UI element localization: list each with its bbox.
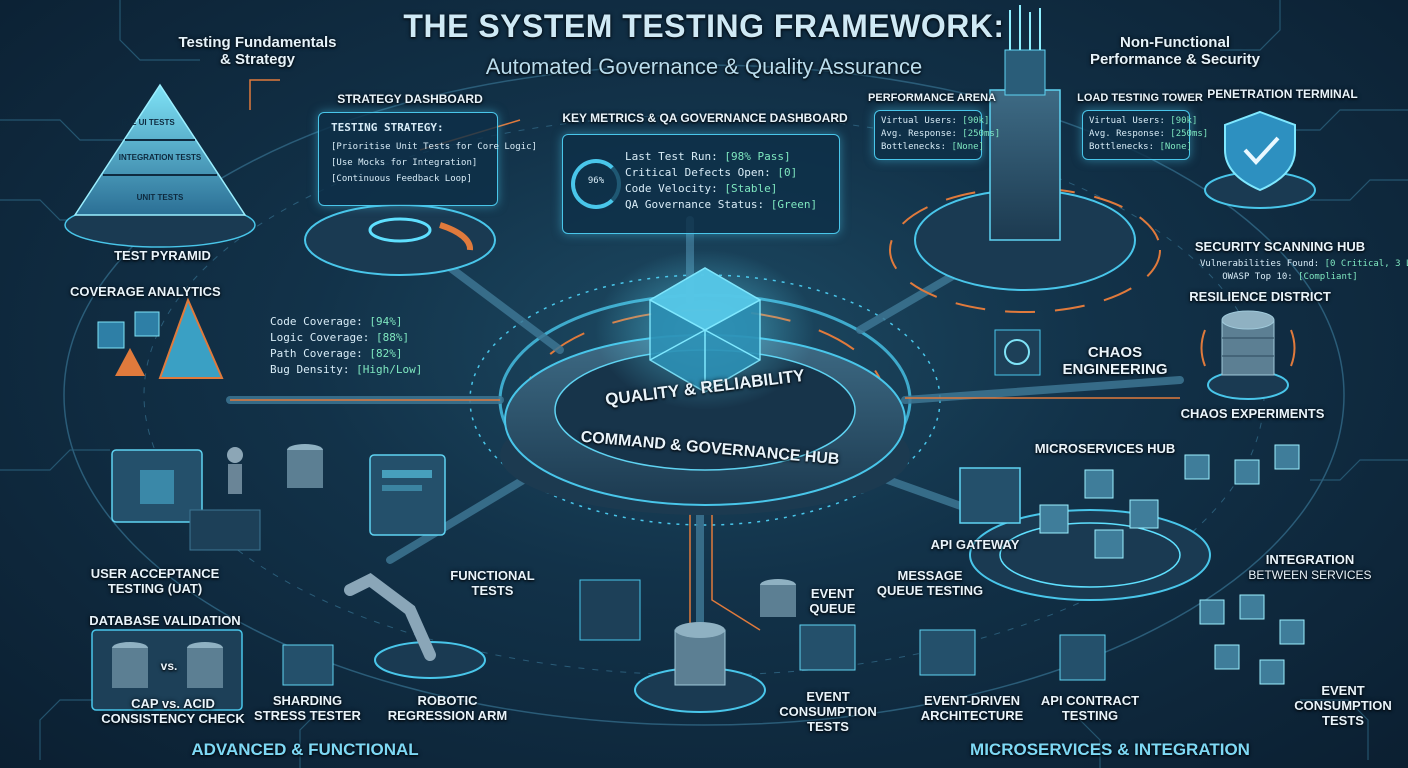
gauge-value: 96% (587, 176, 605, 186)
metric-row: Critical Defects Open: [0] (625, 166, 798, 179)
strategy-line: [Prioritise Unit Tests for Core Logic] (331, 142, 537, 152)
crystal-core (648, 267, 762, 393)
load-row: Virtual Users: [90k] (1089, 116, 1198, 126)
strategy-dashboard-label: STRATEGY DASHBOARD (337, 92, 483, 106)
event-queue-label: EVENT QUEUE (809, 586, 856, 616)
strategy-line: [Use Mocks for Integration] (331, 158, 478, 168)
chaos-experiments-label: CHAOS EXPERIMENTS (1180, 406, 1325, 421)
event-consumption-tests-label: EVENT CONSUMPTION TESTS (1294, 683, 1392, 728)
event-driven-label: EVENT-DRIVEN ARCHITECTURE (920, 693, 1024, 723)
section-microservices-heading: MICROSERVICES & INTEGRATION (970, 740, 1250, 759)
perf-row: Bottlenecks: [None] (881, 142, 984, 152)
load-row: Bottlenecks: [None] (1089, 142, 1192, 152)
db-validation-label: DATABASE VALIDATION (89, 613, 241, 628)
section-advanced-heading: ADVANCED & FUNCTIONAL (191, 740, 419, 759)
penetration-terminal-label: PENETRATION TERMINAL (1207, 87, 1358, 101)
robot-arm-graphic (344, 572, 486, 679)
load-tower-label: LOAD TESTING TOWER (1077, 92, 1203, 104)
sharding-label: SHARDING STRESS TESTER (254, 693, 361, 723)
coverage-row: Code Coverage: [94%] (270, 315, 403, 328)
page-title: THE SYSTEM TESTING FRAMEWORK: (403, 8, 1005, 44)
load-tower (889, 5, 1161, 313)
security-row: Vulnerabilities Found: [0 Critical, 3 Lo… (1200, 259, 1408, 269)
mq-testing-label: MESSAGE QUEUE TESTING (876, 568, 984, 598)
strategy-dais (304, 204, 496, 276)
metric-row: QA Governance Status: [Green] (625, 198, 818, 211)
integration-label: INTEGRATION (1265, 552, 1355, 567)
chaos-engineering-label: CHAOS ENGINEERING (1062, 344, 1168, 379)
coverage-label: COVERAGE ANALYTICS (70, 284, 221, 299)
microservices-cluster (919, 329, 1305, 685)
security-row: OWASP Top 10: [Compliant] (1222, 272, 1358, 282)
metrics-panel: 96% Last Test Run: [98% Pass] Critical D… (562, 134, 840, 234)
metrics-dashboard-label: KEY METRICS & QA GOVERNANCE DASHBOARD (562, 111, 848, 125)
database-cylinder-icon (1200, 310, 1296, 400)
uat-workstation (111, 447, 261, 551)
uat-label: USER ACCEPTANCE TESTING (UAT) (90, 566, 220, 596)
pyramid-label: TEST PYRAMID (114, 248, 211, 263)
section-fundamentals-heading: Testing Fundamentals & Strategy (178, 34, 337, 69)
cap-acid-label: CAP vs. ACID CONSISTENCY CHECK (101, 696, 245, 726)
db-validation-graphic (91, 629, 243, 711)
vs-label: vs. (160, 659, 178, 673)
functional-screen (287, 444, 446, 536)
strategy-line: [Continuous Feedback Loop] (331, 174, 472, 184)
functional-tests-label: FUNCTIONAL TESTS (450, 568, 535, 598)
sharding-block (282, 644, 334, 686)
load-tower-panel: Virtual Users: [90k] Avg. Response: [250… (1082, 110, 1208, 160)
pyramid-graphic (64, 83, 256, 248)
security-hub-label: SECURITY SCANNING HUB (1194, 239, 1366, 254)
microservices-hub-label: MICROSERVICES HUB (1034, 441, 1176, 456)
event-queue-graphic (579, 579, 856, 713)
event-consumption-label: EVENT CONSUMPTION TESTS (779, 689, 877, 734)
strategy-heading: TESTING STRATEGY: (331, 121, 444, 134)
perf-row: Avg. Response: [250ms] (881, 129, 1001, 139)
coverage-row: Path Coverage: [82%] (270, 347, 403, 360)
between-services-label: BETWEEN SERVICES (1248, 568, 1372, 582)
robotic-arm-label: ROBOTIC REGRESSION ARM (387, 693, 508, 723)
coverage-row: Logic Coverage: [88%] (270, 331, 410, 344)
page-subtitle: Automated Governance & Quality Assurance (485, 54, 923, 79)
resilience-district-label: RESILIENCE DISTRICT (1189, 289, 1331, 304)
shield-icon (1204, 110, 1316, 209)
performance-panel: Virtual Users: [90k] Avg. Response: [250… (874, 110, 1000, 160)
pyramid-tier-integration: INTEGRATION TESTS (118, 153, 202, 162)
load-row: Avg. Response: [250ms] (1089, 129, 1209, 139)
section-non-functional-heading: Non-Functional Performance & Security (1089, 34, 1261, 69)
pyramid-tier-unit: UNIT TESTS (136, 193, 184, 202)
coverage-row: Bug Density: [High/Low] (270, 363, 423, 376)
metric-row: Code Velocity: [Stable] (625, 182, 778, 195)
pyramid-tier-e2e: E2E UI TESTS (121, 118, 175, 127)
performance-arena-label: PERFORMANCE ARENA (868, 92, 996, 104)
api-gateway-label: API GATEWAY (930, 537, 1020, 552)
metric-row: Last Test Run: [98% Pass] (625, 150, 791, 163)
perf-row: Virtual Users: [90k] (881, 116, 990, 126)
gauge-ring (571, 159, 621, 209)
strategy-panel: TESTING STRATEGY: [Prioritise Unit Tests… (318, 112, 537, 206)
api-contract-label: API CONTRACT TESTING (1040, 693, 1140, 723)
coverage-cubes (97, 297, 224, 379)
